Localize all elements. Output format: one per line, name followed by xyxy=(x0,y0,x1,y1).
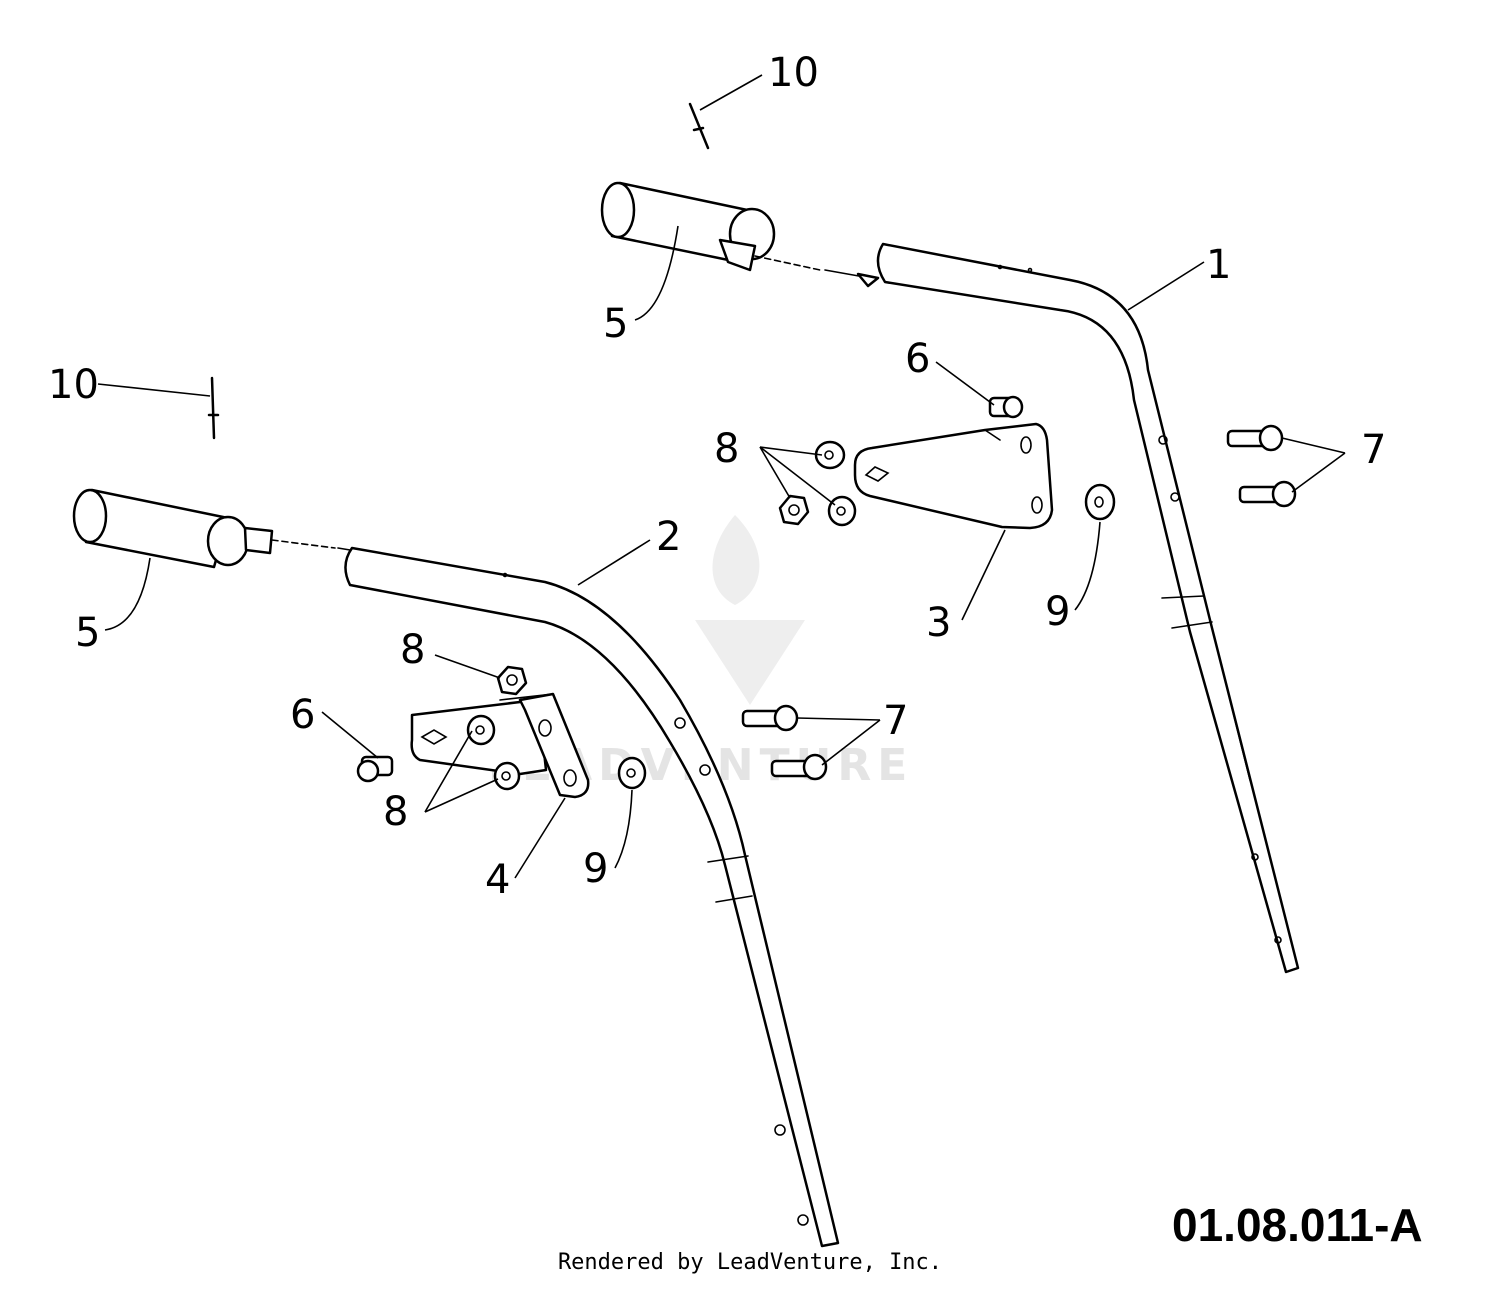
bolts-left xyxy=(741,704,828,781)
callout-6-left: 6 xyxy=(290,692,315,738)
callout-3: 3 xyxy=(926,600,951,646)
watermark-v-icon xyxy=(695,620,805,705)
bolts-right xyxy=(1226,424,1297,508)
callout-9-right: 9 xyxy=(1045,589,1070,635)
pin-right xyxy=(688,102,710,150)
callout-6-right: 6 xyxy=(905,336,930,382)
nuts-right xyxy=(778,440,857,527)
callout-4: 4 xyxy=(485,857,510,903)
callout-8-left-top: 8 xyxy=(400,627,425,673)
callout-5-right: 5 xyxy=(603,301,628,347)
callout-7-left: 7 xyxy=(883,698,908,744)
bracket-right xyxy=(853,422,1054,530)
callout-labels: 1 2 3 4 5 5 6 6 7 7 8 8 8 9 9 10 10 xyxy=(48,50,1386,903)
bolt-left xyxy=(356,755,394,783)
washer-right xyxy=(1084,483,1116,521)
watermark-flame-icon xyxy=(712,515,760,605)
diagram-code: 01.08.011-A xyxy=(1172,1199,1423,1251)
callout-8-left-bottom: 8 xyxy=(383,789,408,835)
callout-10-right: 10 xyxy=(768,50,819,96)
callout-2: 2 xyxy=(656,514,681,560)
callout-1: 1 xyxy=(1206,242,1231,288)
callout-5-left: 5 xyxy=(75,610,100,656)
nuts-left xyxy=(466,665,528,791)
upper-handle-right xyxy=(876,242,1300,974)
callout-10-left: 10 xyxy=(48,362,99,408)
leader-lines xyxy=(97,74,1346,879)
grip-right xyxy=(600,181,880,288)
bolt-right xyxy=(988,395,1024,419)
grip-left xyxy=(72,488,351,569)
callout-8-right: 8 xyxy=(714,426,739,472)
callout-7-right: 7 xyxy=(1361,427,1386,473)
washer-left xyxy=(617,756,647,790)
render-credit: Rendered by LeadVenture, Inc. xyxy=(557,1250,943,1275)
callout-9-left: 9 xyxy=(583,846,608,892)
pin-left xyxy=(207,376,220,440)
upper-handle-left xyxy=(344,546,840,1248)
